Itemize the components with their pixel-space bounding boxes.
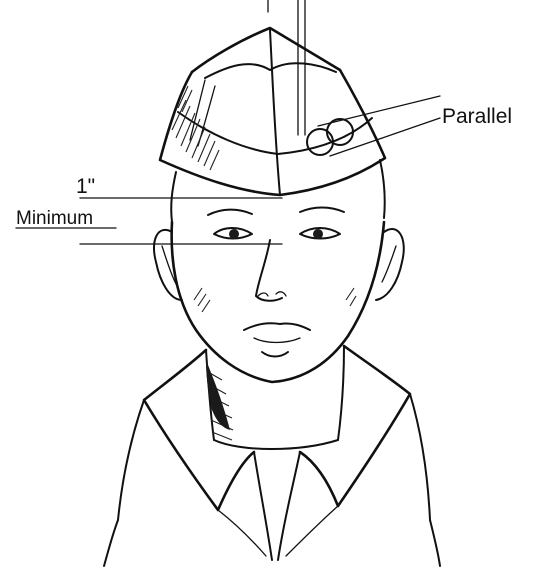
measurement-lines [80, 198, 282, 244]
insignia-disks [307, 119, 353, 155]
parallel-label: Parallel [442, 105, 512, 128]
measurement-label: 1" [76, 175, 95, 198]
minimum-label: Minimum [16, 208, 93, 229]
neck [206, 346, 344, 440]
shirt-collar [104, 346, 440, 566]
garrison-cap [160, 28, 385, 195]
